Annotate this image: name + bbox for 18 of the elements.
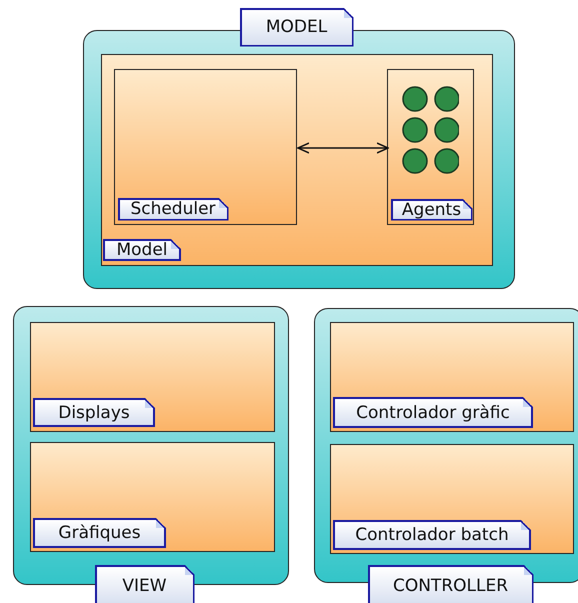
note-label: Model bbox=[103, 239, 181, 261]
note-label: VIEW bbox=[94, 564, 194, 603]
component-box bbox=[30, 322, 274, 432]
component-box bbox=[330, 322, 574, 432]
component-box bbox=[114, 69, 297, 225]
component-box bbox=[330, 444, 574, 554]
note-label: Agents bbox=[390, 198, 472, 220]
note-label: Gràfiques bbox=[33, 518, 166, 548]
component-box bbox=[100, 54, 492, 266]
note-label: MODEL bbox=[240, 8, 354, 46]
note-label: Controlador batch bbox=[333, 520, 531, 550]
note-label: Controlador gràfic bbox=[333, 397, 533, 428]
note-label: Scheduler bbox=[118, 198, 228, 220]
double-arrow bbox=[297, 142, 389, 154]
component-box bbox=[387, 69, 474, 225]
note-label: Displays bbox=[33, 398, 155, 427]
note-label: CONTROLLER bbox=[368, 564, 534, 603]
component-box bbox=[30, 442, 274, 552]
